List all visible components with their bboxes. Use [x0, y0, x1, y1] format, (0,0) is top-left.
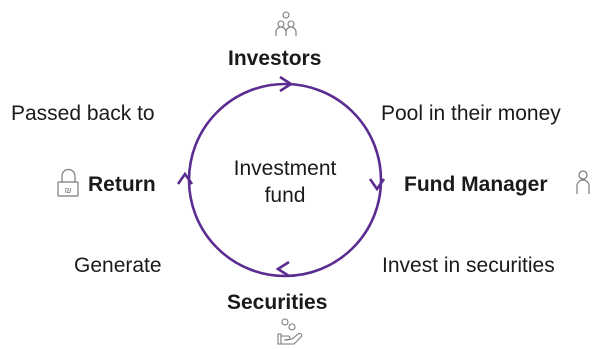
lock-icon: ₪: [57, 168, 79, 197]
arrow-bottom: [275, 260, 290, 278]
node-return: Return: [88, 173, 156, 196]
center-label-line1: Investment: [233, 157, 337, 180]
node-securities: Securities: [227, 291, 328, 314]
center-label: Investment fund: [215, 155, 355, 209]
step-pool-money: Pool in their money: [381, 102, 561, 125]
arrow-right: [368, 178, 386, 192]
node-fund-manager: Fund Manager: [404, 173, 548, 196]
group-people-icon: [275, 11, 297, 36]
person-icon: [576, 170, 590, 194]
step-invest-securities: Invest in securities: [382, 254, 555, 277]
arrow-top: [279, 75, 294, 93]
step-passed-back: Passed back to: [11, 102, 155, 125]
center-label-line2: fund: [264, 184, 306, 207]
step-generate: Generate: [74, 254, 162, 277]
arrow-left: [176, 171, 194, 185]
svg-text:₪: ₪: [65, 186, 72, 195]
hand-coins-icon: [277, 318, 303, 345]
node-investors: Investors: [228, 47, 322, 70]
